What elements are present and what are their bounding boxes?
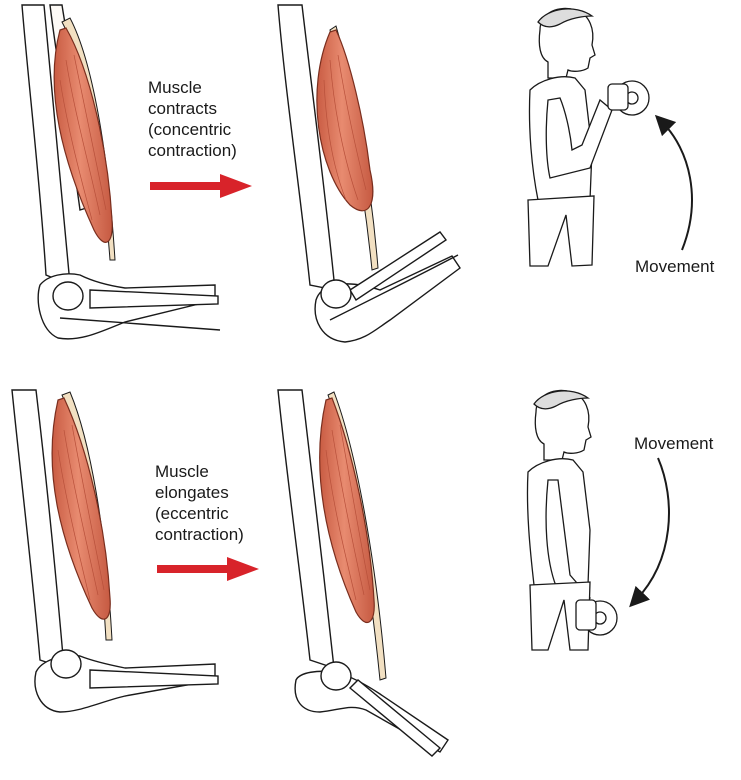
muscle-fibers [325,424,371,601]
caption-line: contraction) [148,141,237,160]
movement-label-up: Movement [635,257,715,276]
forearm-bone [349,231,448,301]
person-lowering [526,389,618,651]
arm [545,97,613,179]
caption-line: Muscle [148,78,202,97]
muscle-fibers [59,54,107,221]
caption-line: contraction) [155,525,244,544]
movement-arrow-down [629,457,670,608]
biceps-muscle-lengthening [319,397,375,624]
caption-line: contracts [148,99,217,118]
condyle [320,279,352,309]
caption-line: (eccentric [155,504,229,523]
concentric-caption: Muscle contracts (concentric contraction… [148,77,237,161]
ulna-line [329,254,459,321]
muscle-fibers [57,424,105,601]
arm-extended-top [21,4,221,340]
caption-line: elongates [155,483,229,502]
biceps-muscle-relaxed-top [53,27,113,243]
legs [529,581,591,651]
legs [527,195,595,267]
caption-line: (concentric [148,120,232,139]
arm-flexed-top [277,4,461,343]
hair [537,8,595,28]
forearm-bone [89,669,219,689]
arm-lengthening-bottom [277,389,449,757]
red-arrow-top [150,174,252,198]
forearm-bone [89,289,219,309]
arm-extended-bottom [11,389,219,713]
dumbbell-handle [607,83,629,111]
red-arrow-bottom [157,557,259,581]
hair [533,390,591,410]
ulna-line [59,317,221,331]
movement-label-down: Movement [634,434,714,453]
biceps-muscle-bottom-left [51,397,111,620]
dumbbell-handle [575,599,597,631]
condyle [320,661,352,691]
caption-line: Muscle [155,462,209,481]
movement-arrow-up [654,114,693,251]
muscle-fibers [323,54,367,201]
biceps-muscle-contracted-top [316,29,374,212]
condyle [52,281,84,311]
forearm-bone [348,679,442,757]
eccentric-caption: Muscle elongates (eccentric contraction) [155,461,244,545]
condyle [50,649,82,679]
person-curl-up [527,7,650,267]
